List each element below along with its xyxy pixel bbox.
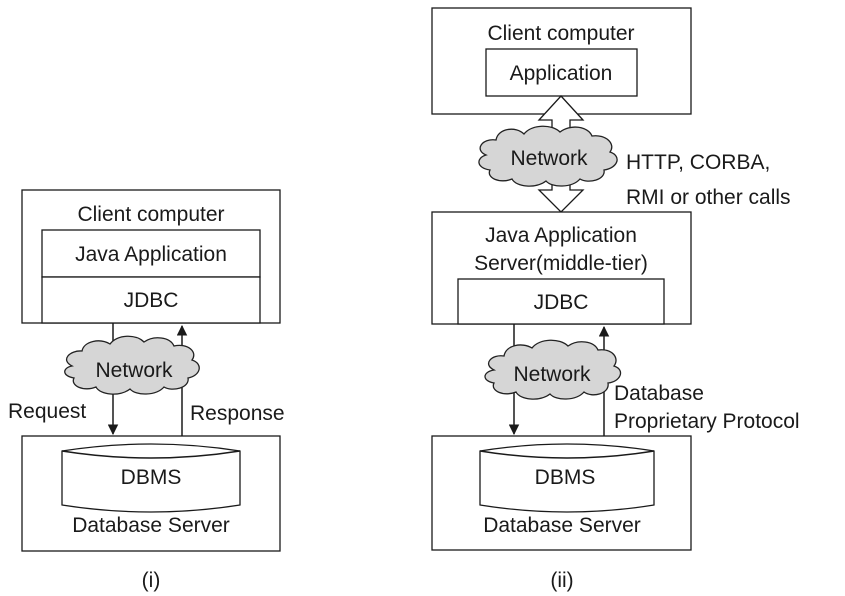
client-computer-label-ii: Client computer	[487, 22, 634, 45]
java-application-label-i: Java Application	[75, 243, 227, 266]
caption-i: (i)	[142, 569, 161, 592]
network-cloud-top	[478, 125, 618, 187]
dbms-cylinder-top-ii	[479, 450, 655, 459]
dbms-cylinder-ii	[479, 443, 655, 513]
network-cloud-i	[64, 335, 200, 395]
request-label: Request	[8, 400, 86, 423]
caption-ii: (ii)	[550, 569, 573, 592]
network-label-top: Network	[510, 147, 588, 170]
jdbc-box-i	[41, 276, 261, 324]
application-label-ii: Application	[510, 62, 613, 85]
response-label: Response	[190, 402, 285, 425]
dbms-label-ii: DBMS	[535, 466, 596, 489]
app-server-label-line1: Java Application	[485, 224, 637, 247]
dbms-cylinder-i	[61, 443, 241, 513]
network-label-i: Network	[95, 359, 173, 382]
dbms-cylinder-top-i	[61, 450, 241, 459]
protocol-label-line1: Database	[614, 382, 704, 405]
jdbc-label-ii: JDBC	[534, 291, 589, 314]
calls-label-line1: HTTP, CORBA,	[626, 151, 770, 174]
jdbc-label-i: JDBC	[124, 289, 179, 312]
java-application-box-i	[41, 229, 261, 278]
dbms-label-i: DBMS	[121, 466, 182, 489]
database-server-label-ii: Database Server	[483, 514, 641, 537]
application-box-ii	[485, 48, 638, 97]
diagram-ii: Client computer Application Network HTTP…	[431, 7, 800, 592]
app-server-label-line2: Server(middle-tier)	[474, 252, 648, 275]
protocol-label-line2: Proprietary Protocol	[614, 410, 800, 433]
diagram-i: Client computer Java Application JDBC Ne…	[8, 189, 285, 592]
calls-label-line2: RMI or other calls	[626, 186, 791, 209]
jdbc-box-ii	[457, 278, 665, 325]
database-server-label-i: Database Server	[72, 514, 230, 537]
network-label-bottom: Network	[513, 363, 591, 386]
client-computer-label-i: Client computer	[77, 203, 224, 226]
network-cloud-bottom	[484, 339, 622, 400]
